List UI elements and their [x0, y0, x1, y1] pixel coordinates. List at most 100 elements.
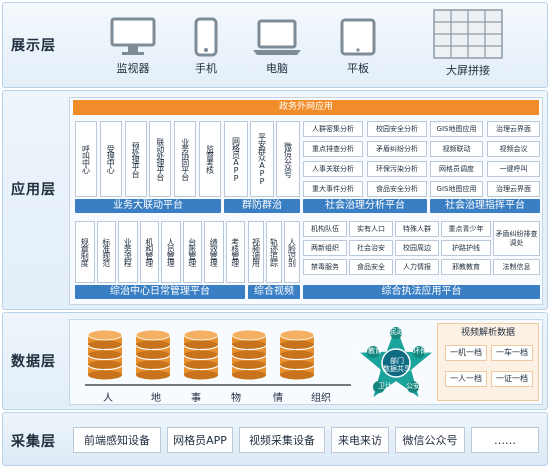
enforcement-module: 人力情报: [395, 259, 439, 275]
command-module: 视频联动: [430, 141, 483, 157]
device-phone: 手机: [186, 17, 226, 76]
database-group: [85, 329, 351, 386]
collection-source: 视频采集设备: [239, 427, 325, 453]
department-data-sharing-star: [355, 321, 437, 401]
monitor-icon: [110, 17, 156, 55]
video-profile-item: 一证一档: [491, 371, 533, 387]
display-layer-title: 展示层: [11, 38, 56, 54]
collection-source: 来电来访: [331, 427, 389, 453]
entity-label: 物: [231, 393, 241, 404]
collection-source: 网格员APP: [167, 427, 233, 453]
device-label: 平板: [347, 62, 369, 75]
law-enforcement-platform-bar: 综合执法应用平台: [303, 285, 540, 299]
command-module: 网格员调度: [430, 161, 483, 177]
video-parsing-title: 视频解析数据: [460, 328, 515, 338]
mass-prevention-bar: 群防群治: [224, 199, 300, 213]
enforcement-module: 禁毒服务: [303, 259, 347, 275]
application-layer: 应用层 政务外网应用 业务大联动平台 群防群治 社会治理分析平台 社会治理指挥平…: [2, 90, 548, 310]
command-module: GIS地图应用: [430, 181, 483, 197]
gov-network-header: 政务外网应用: [73, 100, 539, 115]
analysis-module: 重点排查分析: [303, 141, 363, 157]
collection-source: 前端感知设备: [73, 427, 161, 453]
analysis-module: 矛盾纠纷分析: [367, 141, 427, 157]
star-point-label: 公安: [406, 382, 420, 390]
management-module: 人员管理: [161, 221, 181, 283]
video-module: 人脸识别: [284, 221, 300, 283]
star-point-label: 教育: [368, 347, 382, 355]
phone-icon: [194, 17, 218, 57]
device-tablet: 平板: [333, 17, 383, 76]
enforcement-module: 校园周边: [395, 240, 439, 256]
enforcement-module: 矛盾纠纷排查调处: [493, 221, 540, 256]
data-layer-title: 数据层: [11, 354, 56, 370]
linkage-module: 监督考核: [199, 121, 221, 197]
analysis-module: 校园安全分析: [367, 121, 427, 137]
entity-label: 组织: [311, 393, 331, 404]
mass-prevention-module: 网格员APP: [224, 121, 248, 197]
analysis-module: 人群密集分析: [303, 121, 363, 137]
command-module: 治理云界面: [487, 121, 540, 137]
management-module: 台账管理: [182, 221, 202, 283]
display-layer: 展示层 监视器 手机 电脑 平板: [2, 2, 548, 88]
video-parsing-panel: [437, 323, 539, 401]
command-module: GIS地图应用: [430, 121, 483, 137]
laptop-icon: [253, 19, 301, 55]
device-label: 手机: [195, 62, 217, 75]
management-module: 绩效管理: [204, 221, 224, 283]
linkage-module: 业务协同平台: [174, 121, 197, 197]
collection-layer-title: 采集层: [11, 434, 56, 450]
video-wall-icon: [433, 9, 503, 59]
integrated-video-bar: 综合视频: [248, 285, 300, 299]
tablet-icon: [340, 18, 376, 56]
device-video-wall: 大屏拼接: [429, 9, 507, 78]
video-module: 轨迹追踪: [266, 221, 282, 283]
linkage-module: 受理中心: [99, 121, 122, 197]
device-label: 大屏拼接: [446, 64, 490, 77]
entity-label: 人: [103, 393, 113, 404]
data-layer: 数据层 部门 数据共享 视频解析数据 人 地 事 物 情 组织 民政环保公安 卫计 教育 一机一档…: [2, 312, 548, 410]
star-point-label: 民政: [390, 328, 404, 336]
enforcement-module: 法制信息: [493, 259, 540, 275]
device-monitor: 监视器: [103, 17, 163, 76]
linkage-module: 呼叫中心: [75, 121, 97, 197]
video-profile-item: 一人一档: [445, 371, 487, 387]
enforcement-module: 社会治安: [349, 240, 393, 256]
entity-label: 事: [191, 393, 201, 404]
enforcement-module: 邪教教育: [441, 259, 491, 275]
mass-prevention-module: 微信公众号: [276, 121, 300, 197]
device-label: 监视器: [116, 62, 150, 75]
management-module: 考核管理: [225, 221, 245, 283]
management-module: 机构管理: [139, 221, 159, 283]
video-module: 视频调用: [248, 221, 264, 283]
entity-label: 地: [151, 393, 161, 404]
device-label: 电脑: [266, 62, 288, 75]
enforcement-module: 护路护线: [441, 240, 491, 256]
command-module: 视频会议: [487, 141, 540, 157]
video-profile-item: 一车一档: [491, 345, 533, 361]
linkage-module: 预处理平台: [124, 121, 147, 197]
enforcement-module: 机构队伍: [303, 221, 347, 237]
command-module: 一键呼叫: [487, 161, 540, 177]
collection-source: ……: [471, 427, 539, 453]
enforcement-module: 特殊人群: [395, 221, 439, 237]
analysis-module: 重大事件分析: [303, 181, 363, 197]
enforcement-module: 实有人口: [349, 221, 393, 237]
linkage-module: 联动处理平台: [149, 121, 172, 197]
business-linkage-platform-bar: 业务大联动平台: [75, 199, 221, 213]
star-center-label: 部门 数据共享: [383, 357, 411, 373]
social-governance-command-bar: 社会治理指挥平台: [430, 199, 540, 213]
collection-source: 微信公众号: [395, 427, 465, 453]
enforcement-module: 食品安全: [349, 259, 393, 275]
social-governance-analysis-bar: 社会治理分析平台: [303, 199, 427, 213]
daily-management-platform-bar: 综治中心日常管理平台: [75, 285, 245, 299]
enforcement-module: 两新组织: [303, 240, 347, 256]
analysis-module: 食品安全分析: [367, 181, 427, 197]
video-profile-item: 一机一档: [445, 345, 487, 361]
star-point-label: 环保: [413, 347, 427, 355]
star-point-label: 卫计: [378, 382, 392, 390]
entity-label: 情: [273, 393, 283, 404]
mass-prevention-module: 平安群众APP: [250, 121, 274, 197]
analysis-module: 环保污染分析: [367, 161, 427, 177]
management-module: 业务流程: [118, 221, 138, 283]
